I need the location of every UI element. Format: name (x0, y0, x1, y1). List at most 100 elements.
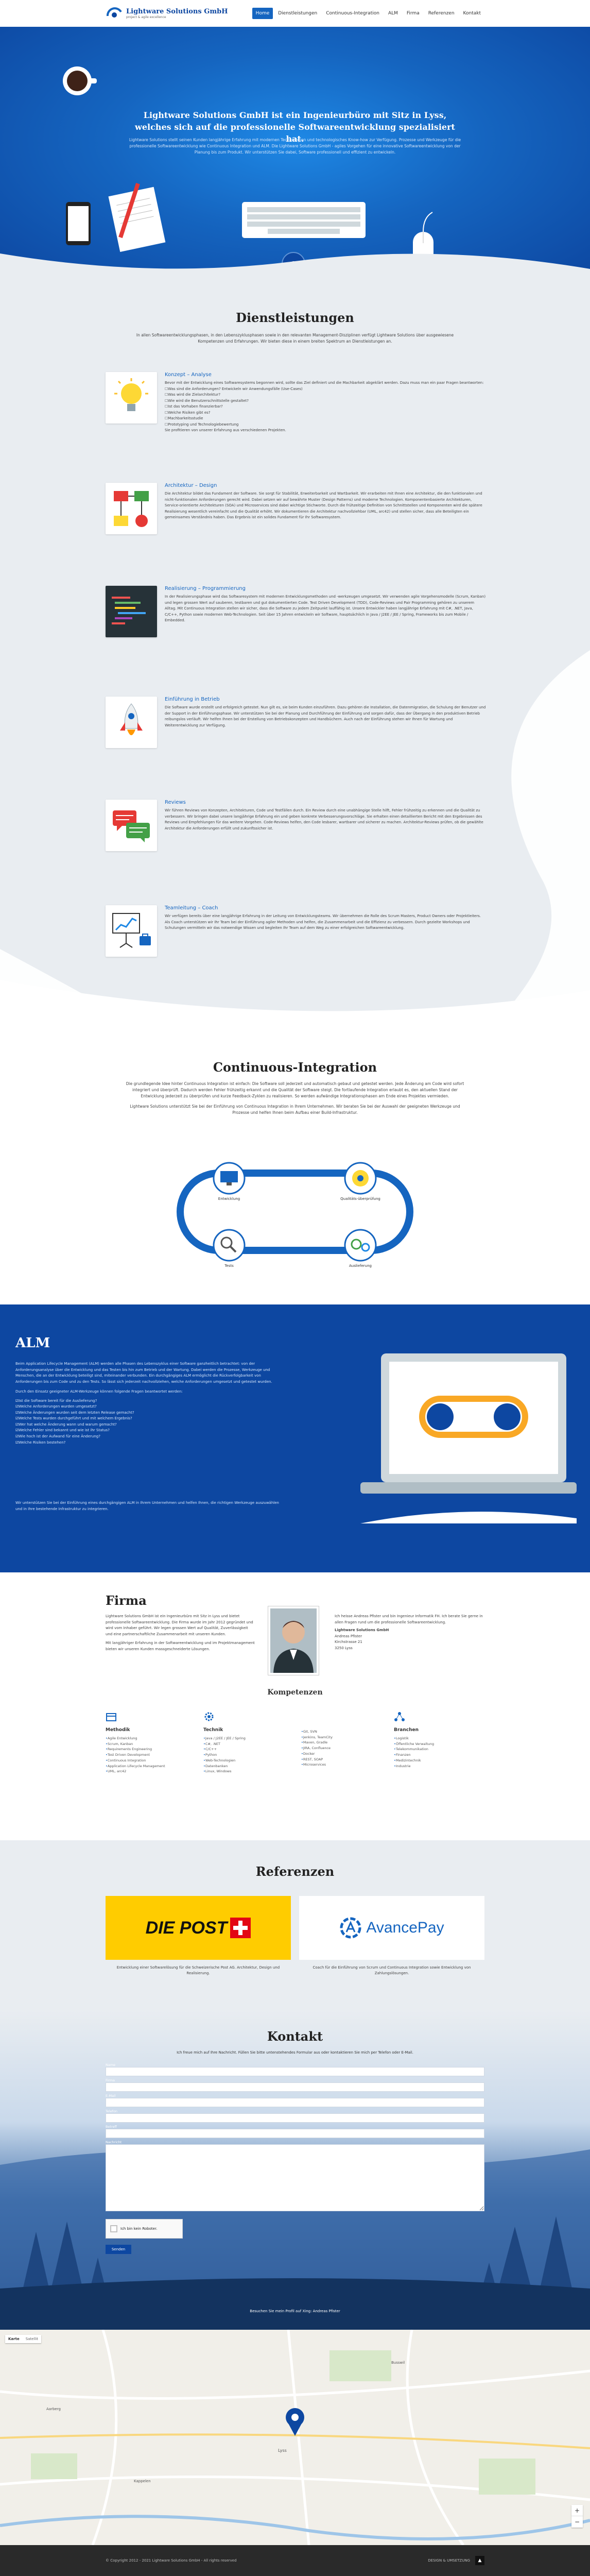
service-teamleitung: Teamleitung – Coach Wir verfügen bereits… (106, 905, 487, 982)
map-section[interactable]: Lyss Busswil Kappelen Aarberg Karte Sate… (0, 2330, 590, 2545)
list-item: Öffentliche Verwaltung (394, 1741, 487, 1747)
zoom-in-button[interactable]: + (571, 2505, 583, 2516)
map-pin-icon (286, 2408, 304, 2436)
logo-name: Lightware Solutions GmbH (126, 8, 228, 15)
service-title: Realisierung – Programmierung (165, 586, 246, 591)
code-editor-icon (106, 586, 157, 637)
service-bullets: Was sind die Anforderungen? Entwickeln w… (165, 386, 487, 428)
nav-kontakt[interactable]: Kontakt (463, 11, 481, 16)
logo[interactable]: Lightware Solutions GmbH project & agile… (106, 5, 228, 22)
ci-step-label: Qualitäts-überprüfung (340, 1197, 380, 1201)
ci-step-entwicklung-icon (213, 1162, 246, 1195)
services-intro: In allen Softwareentwicklungsphasen, in … (136, 333, 454, 344)
nav-home[interactable]: Home (252, 8, 273, 19)
ref-caption: Coach für die Einführung von Scrum und C… (313, 1965, 471, 1976)
footer-right: DESIGN & UMSETZUNG (428, 2558, 470, 2563)
komp-col-title: Methodik (106, 1727, 130, 1733)
hero-title: Lightware Solutions GmbH ist ein Ingenie… (135, 110, 455, 144)
list-item: Scrum, Kanban (106, 1741, 203, 1747)
map-type-switch: Karte Satellit (5, 2335, 42, 2343)
scroll-top-button[interactable]: ▲ (475, 2556, 484, 2565)
owner-text: Ich heisse Andreas Pfister und bin Ingen… (335, 1614, 483, 1624)
list-item: Test Driven Development (106, 1752, 203, 1758)
ci-title: Continuous-Integration (213, 1060, 377, 1075)
map-zoom-controls: + − (571, 2505, 583, 2528)
nav-dienstleistungen[interactable]: Dienstleistungen (278, 11, 318, 16)
list-item: C/C++ (203, 1747, 301, 1752)
alm-section: ALM Beim Application Lifecycle Managemen… (0, 1304, 590, 1572)
presentation-board-icon (106, 905, 157, 957)
ref-caption: Entwicklung einer Softwarelösung für die… (116, 1965, 280, 1976)
list-item: REST, SOAP (301, 1757, 394, 1762)
service-text: Die Software wurde erstellt und erfolgre… (165, 705, 486, 727)
komp-methodik: Methodik Agile Entwicklung Scrum, Kanban… (106, 1711, 203, 1774)
ci-step-qualitaet-icon (344, 1162, 377, 1195)
zoom-out-button[interactable]: − (574, 2518, 580, 2526)
service-reviews: Reviews Wir führen Reviews von Konzepten… (106, 800, 487, 877)
submit-button[interactable]: Senden (106, 2245, 131, 2254)
firma-section: Firma Lightware Solutions GmbH ist ein I… (0, 1572, 590, 1840)
komp-col-title: Technik (203, 1727, 223, 1733)
form-label: Nachricht (106, 2140, 122, 2144)
ref-card-avancepay[interactable]: AvancePay Coach für die Einführung von S… (299, 1896, 484, 1976)
avatar (268, 1606, 319, 1675)
company-input[interactable] (106, 2082, 484, 2092)
chat-bubbles-icon (106, 800, 157, 851)
list-item: Wie hoch ist der Aufwand für eine Änderu… (15, 1434, 283, 1440)
captcha-label: Ich bin kein Roboter. (120, 2227, 158, 2231)
list-item: Web-Technologien (203, 1758, 301, 1764)
address: Andreas Pfister Kirchstrasse 21 3250 Lys… (335, 1634, 362, 1650)
list-item: Linux, Windows (203, 1769, 301, 1774)
alm-text-3: Wir unterstützen Sie bei der Einführung … (15, 1501, 279, 1511)
service-realisierung: Realisierung – Programmierung In der Rea… (106, 586, 487, 663)
list-item: Microservices (301, 1762, 394, 1768)
nav-firma[interactable]: Firma (406, 11, 420, 16)
subject-input[interactable] (106, 2129, 484, 2138)
gear-icon (204, 1712, 214, 1721)
message-textarea[interactable] (106, 2144, 484, 2211)
recaptcha-box[interactable]: Ich bin kein Roboter. (106, 2219, 183, 2239)
main-menu: Home Dienstleistungen Continuous-Integra… (252, 8, 484, 19)
service-einfuehrung: Einführung in Betrieb Die Software wurde… (106, 697, 487, 774)
service-text: Wir verfügen bereits über eine langjähri… (165, 914, 481, 930)
list-item: Datenbanken (203, 1764, 301, 1769)
phone-input[interactable] (106, 2113, 484, 2123)
list-item: Welche Änderungen wurden seit dem letzte… (15, 1410, 283, 1416)
service-title: Reviews (165, 800, 186, 805)
laptop-illustration (360, 1353, 577, 1523)
nav-alm[interactable]: ALM (388, 11, 398, 16)
list-item: Telekommunikation (394, 1747, 487, 1752)
service-footer: Sie profitieren von unserer Erfahrung au… (165, 428, 286, 433)
list-item: Machbarkeitsstudie (165, 416, 487, 422)
logo-tagline: project & agile excellence (126, 15, 166, 19)
name-input[interactable] (106, 2067, 484, 2076)
map-type-map-button[interactable]: Karte (8, 2337, 20, 2341)
list-item: Ist das Vorhaben finanzierbar? (165, 404, 487, 410)
nav-referenzen[interactable]: Referenzen (428, 11, 455, 16)
referenzen-section: Referenzen DIE POST Entwicklung einer So… (0, 1840, 590, 2010)
map-label: Kappelen (134, 2479, 151, 2483)
lightbulb-icon (106, 372, 157, 423)
service-text: In der Realisierungsphase wird das Softw… (165, 595, 486, 623)
kontakt-section: Kontakt Ich freue mich auf Ihre Nachrich… (0, 2010, 590, 2330)
map-canvas[interactable] (0, 2330, 590, 2545)
alm-text-2: Durch den Einsatz geeigneter ALM-Werkzeu… (15, 1389, 183, 1394)
email-input[interactable] (106, 2098, 484, 2107)
post-logo: DIE POST (106, 1896, 291, 1960)
map-type-satellite-button[interactable]: Satellit (25, 2337, 39, 2341)
alm-text: Beim Application Lifecycle Management (A… (15, 1362, 272, 1384)
nav-continuous-integration[interactable]: Continuous-Integration (326, 11, 379, 16)
service-architektur: Architektur – Design Die Architektur bil… (106, 483, 487, 560)
contact-title: Kontakt (267, 2029, 323, 2044)
list-item: Was sind die Anforderungen? Entwickeln w… (165, 386, 487, 393)
list-item: Welche Fehler sind bekannt und wie ist i… (15, 1428, 283, 1434)
services-decoration (0, 650, 590, 1034)
ci-step-label: Tests (224, 1264, 234, 1268)
list-item: Jenkins, TeamCity (301, 1735, 394, 1740)
captcha-checkbox[interactable] (110, 2225, 117, 2232)
contact-intro: Ich freue mich auf Ihre Nachricht. Fülle… (177, 2050, 413, 2055)
ci-step-tests-icon (213, 1229, 246, 1262)
ref-card-post[interactable]: DIE POST Entwicklung einer Softwarelösun… (106, 1896, 291, 1976)
list-item: Maven, Gradle (301, 1740, 394, 1745)
ci-step-label: Auslieferung (349, 1264, 372, 1268)
